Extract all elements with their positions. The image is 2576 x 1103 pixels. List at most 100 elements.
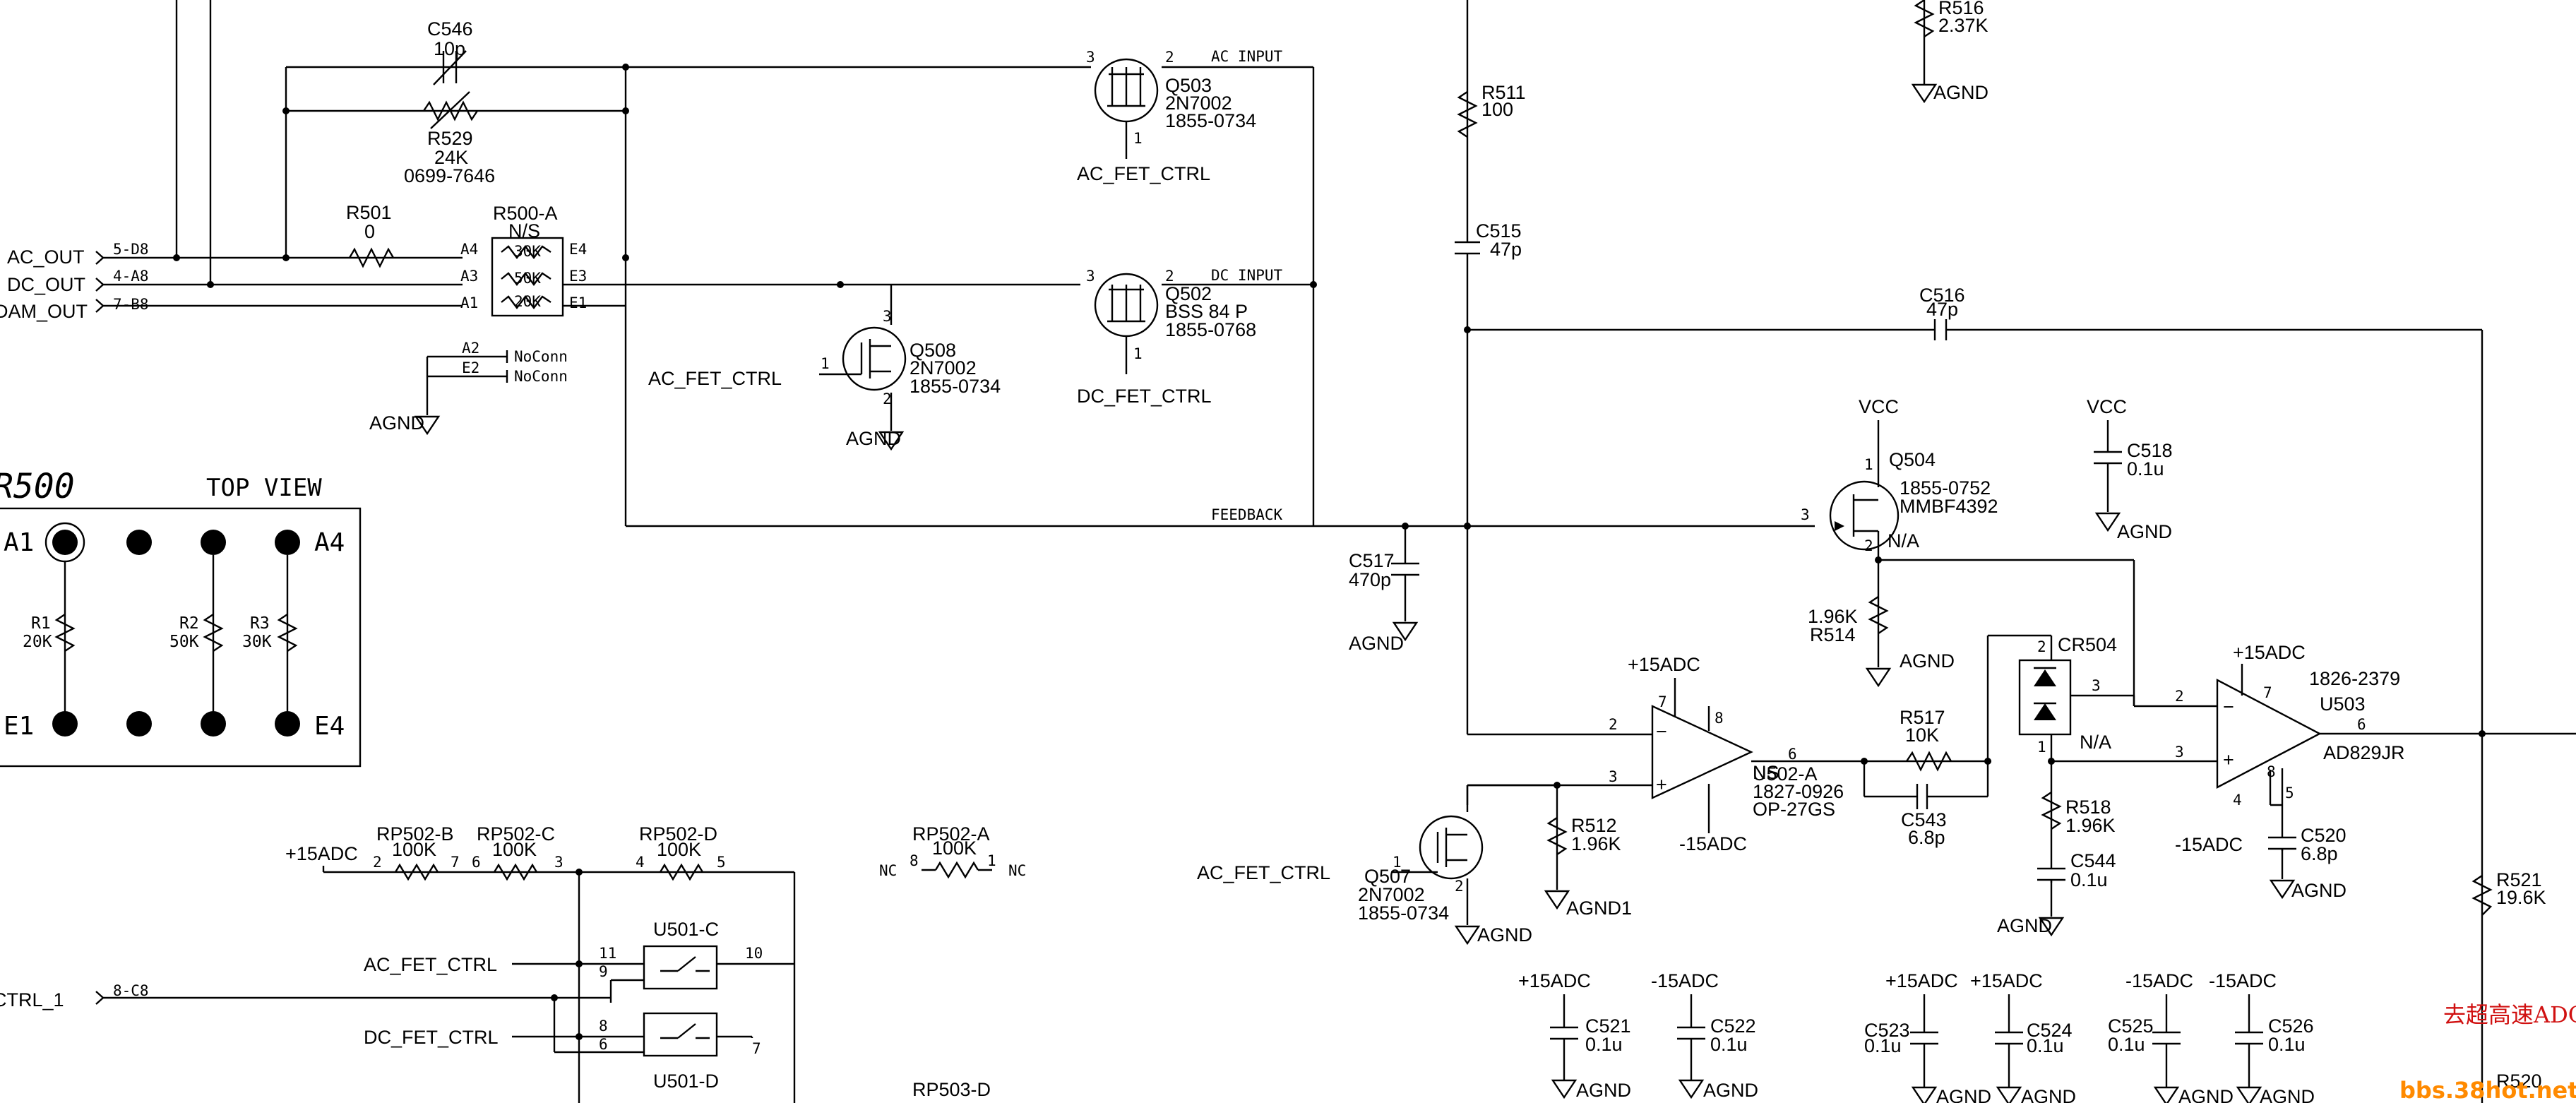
q507-part: 1855-0734 bbox=[1358, 902, 1449, 924]
q508-mosfet: AGND 3 1 2 Q508 2N7002 1855-0734 AC_FET_… bbox=[648, 285, 1001, 451]
q504-part: 1855-0752 bbox=[1900, 477, 1991, 499]
u503-ref: U503 bbox=[2320, 693, 2366, 715]
q503-mosfet: 3 2 1 AC INPUT Q503 2N7002 1855-0734 AC_… bbox=[626, 48, 1317, 526]
r518-value: 1.96K bbox=[2065, 815, 2116, 836]
c524-capacitor: +15ADC C524 0.1u AGND bbox=[1970, 970, 2076, 1103]
c544-ref: C544 bbox=[2070, 850, 2116, 871]
c517-value: 470p bbox=[1349, 569, 1391, 590]
c515-capacitor: C515 47p bbox=[1455, 220, 1522, 260]
r501-value: 0 bbox=[364, 221, 375, 242]
r512-ref: R512 bbox=[1571, 815, 1617, 836]
u501d-switch: DC_FET_CTRL 8 6 7 U501-D bbox=[364, 1012, 761, 1092]
q502-mosfet: 3 2 1 DC INPUT Q502 BSS 84 P 1855-0768 D… bbox=[1077, 267, 1313, 407]
rp502a-value: 100K bbox=[932, 837, 977, 859]
c522-capacitor: -15ADC C522 0.1u AGND bbox=[1651, 970, 1758, 1101]
rp502-p15: +15ADC bbox=[285, 843, 358, 864]
c543-value: 6.8p bbox=[1908, 827, 1945, 848]
r501-ref: R501 bbox=[346, 202, 392, 223]
q503-pin-2: 2 bbox=[1165, 49, 1174, 66]
c515-ref: C515 bbox=[1476, 220, 1522, 242]
c524-ref: C524 bbox=[2027, 1020, 2073, 1041]
u503-minus: − bbox=[2223, 696, 2234, 717]
q508-type: 2N7002 bbox=[910, 357, 977, 378]
r521-value: 19.6K bbox=[2496, 887, 2546, 908]
u502a-pin-8: 8 bbox=[1715, 710, 1724, 727]
c525-agnd: AGND bbox=[2178, 1086, 2234, 1103]
u502a-type: OP-27GS bbox=[1753, 799, 1835, 820]
c515-value: 47p bbox=[1490, 239, 1522, 260]
q507-agnd: AGND bbox=[1477, 924, 1532, 946]
r500a-inner-2: 50K bbox=[514, 270, 541, 287]
c522-ref: C522 bbox=[1710, 1015, 1756, 1037]
watermark: bbs.38hot.net bbox=[2399, 1077, 2576, 1103]
q507-pin-1: 1 bbox=[1393, 854, 1402, 871]
q507-ref: Q507 bbox=[1364, 866, 1411, 887]
r500a-network: R500-A N/S 30K 50K 20K A4 A3 A1 E4 E3 E1… bbox=[369, 203, 1080, 435]
summing-node: R511 100 C515 47p C516 47p C517 470 bbox=[1349, 0, 2483, 1103]
u502a-ref: U502-A bbox=[1753, 763, 1818, 785]
r501-resistor: R501 0 bbox=[346, 202, 395, 268]
port-ctrl-1-label: CTRL_1 bbox=[0, 989, 64, 1010]
q503-net: AC INPUT bbox=[1211, 48, 1283, 65]
u503-pin-7: 7 bbox=[2263, 684, 2272, 701]
u502a-plus: + bbox=[1656, 774, 1667, 795]
r500a-pin-e2: E2 bbox=[462, 359, 479, 376]
q508-pin-3: 3 bbox=[883, 308, 892, 325]
u501d-pin-8: 8 bbox=[599, 1018, 608, 1035]
r511-value: 100 bbox=[1481, 99, 1513, 120]
r516-value: 2.37K bbox=[1938, 15, 1988, 36]
rp502a-ref: RP502-A bbox=[912, 823, 990, 845]
r500a-pin-a4: A4 bbox=[460, 241, 478, 258]
c546-capacitor: C546 10p bbox=[427, 18, 473, 85]
port-ac-out-pin: 5-D8 bbox=[113, 241, 149, 258]
rp502a-resistor: RP502-A 100K NC 8 1 NC bbox=[879, 823, 1026, 879]
c525-value: 0.1u bbox=[2108, 1034, 2145, 1055]
r516-agnd: AGND bbox=[1933, 82, 1988, 103]
port-dc-out: DC_OUT 4-A8 bbox=[7, 268, 463, 295]
u503-p15: +15ADC bbox=[2233, 642, 2306, 663]
r514-ref: R514 bbox=[1810, 624, 1856, 645]
u501c-pin-11: 11 bbox=[599, 945, 616, 962]
topview-pin-a1: A1 bbox=[4, 528, 34, 557]
topview-r3-value: 30K bbox=[242, 633, 272, 651]
r512-agnd1: AGND1 bbox=[1566, 898, 1632, 919]
c526-agnd: AGND bbox=[2260, 1086, 2315, 1103]
r516-resistor: R516 2.37K AGND bbox=[1912, 0, 1988, 103]
u502a-m15: -15ADC bbox=[1679, 833, 1747, 854]
c523-value: 0.1u bbox=[1864, 1035, 1902, 1056]
q502-ctrl: DC_FET_CTRL bbox=[1077, 386, 1212, 407]
u502a-p15: +15ADC bbox=[1628, 654, 1700, 675]
c524-rail: +15ADC bbox=[1970, 970, 2043, 991]
c522-value: 0.1u bbox=[1710, 1034, 1748, 1055]
port-dam-out-pin: 7-B8 bbox=[113, 296, 149, 313]
u503-part: 1826-2379 bbox=[2309, 668, 2400, 689]
r512-value: 1.96K bbox=[1571, 833, 1621, 854]
c518-value: 0.1u bbox=[2127, 458, 2164, 479]
port-dam-out-label: DAM_OUT bbox=[0, 301, 88, 322]
c523-ref: C523 bbox=[1864, 1020, 1910, 1041]
u502a-opamp: +15ADC -15ADC 2 3 6 7 8 − + U502-A NS 18… bbox=[1464, 523, 1991, 854]
u503-opamp: +15ADC -15ADC 2 3 6 7 4 8 5 − + 1826-237… bbox=[2051, 642, 2576, 855]
u501d-pin-7: 7 bbox=[752, 1040, 761, 1057]
rp502c-resistor: RP502-C 100K 6 3 bbox=[472, 823, 564, 881]
c516-value: 47p bbox=[1926, 299, 1958, 320]
q504-jfet: VCC 1 3 2 Q504 1855-0752 MMBF4392 N/A 1.… bbox=[1801, 396, 2135, 706]
u502a-pin-7: 7 bbox=[1658, 693, 1667, 710]
q504-pin-1: 1 bbox=[1864, 456, 1873, 473]
c544-value: 0.1u bbox=[2070, 869, 2108, 890]
r500a-ref: R500-A bbox=[493, 203, 558, 224]
u501c-switch: U501-C AC_FET_CTRL 11 9 10 bbox=[364, 919, 794, 1003]
r521-ref: R521 bbox=[2496, 869, 2542, 890]
rp502b-value: 100K bbox=[392, 839, 436, 860]
c516-ref: C516 bbox=[1919, 285, 1965, 306]
r500a-agnd: AGND bbox=[369, 412, 424, 434]
port-ctrl-1-pin: 8-C8 bbox=[113, 982, 149, 999]
c521-agnd: AGND bbox=[1576, 1080, 1631, 1101]
c526-capacitor: -15ADC C526 0.1u AGND bbox=[2209, 970, 2315, 1103]
c525-rail: -15ADC bbox=[2125, 970, 2193, 991]
rp502a-nc-left: NC bbox=[879, 862, 897, 879]
cr504-note: N/A bbox=[2080, 732, 2111, 753]
r500a-inner-1: 30K bbox=[514, 243, 541, 260]
r518-ref: R518 bbox=[2065, 797, 2111, 818]
r529-ref: R529 bbox=[427, 128, 473, 149]
